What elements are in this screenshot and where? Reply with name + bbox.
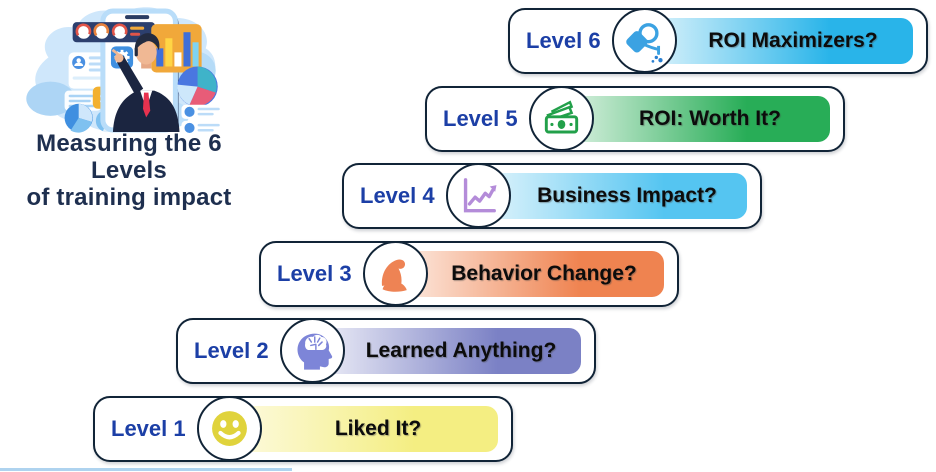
training-illustration: $ [26,7,220,135]
level-2-icon-circle [280,318,345,383]
title-line-2: of training impact [26,184,232,211]
level-6-icon-circle [612,8,677,73]
level-1-row: Level 1 Liked It? [93,396,513,462]
line-chart-icon [463,178,497,213]
level-5-question: ROI: Worth It? [639,107,781,130]
level-1-icon-circle [197,396,262,461]
level-6-row: Level 6 ROI Maximizers? [508,8,928,74]
level-3-label: Level 3 [277,261,352,286]
level-2-question: Learned Anything? [365,339,557,362]
level-4-question: Business Impact? [537,184,717,207]
smiley-face-icon [212,411,247,446]
bottom-accent-line [0,468,292,471]
businessman [111,33,180,132]
user-row [181,104,220,135]
level-5-row: Level 5 ROI: Worth It? [425,86,845,152]
bicep-icon [381,259,407,292]
level-5-icon-circle [529,86,594,151]
pie-chart-icon [177,66,218,107]
level-4-row: Level 4 Business Impact? [342,163,762,229]
level-3-row: Level 3 Behavior Change? [259,241,679,307]
gauge-bar [72,22,156,43]
title-line-1: Measuring the 6 Levels [36,130,222,184]
level-6-label: Level 6 [526,28,601,53]
level-6-question: ROI Maximizers? [708,29,878,52]
level-4-label: Level 4 [360,183,435,208]
level-3-icon-circle [363,241,428,306]
level-2-row: Level 2 Learned Anything? [176,318,596,384]
level-5-label: Level 5 [443,106,518,131]
bar-chart-icon [151,24,202,73]
head-brain-icon [297,333,333,370]
watering-can-icon [626,23,663,63]
page-title: Measuring the 6 Levels of training impac… [0,130,258,211]
blob-patch [26,81,75,116]
level-4-icon-circle [446,163,511,228]
level-1-label: Level 1 [111,416,186,441]
level-2-label: Level 2 [194,338,269,363]
level-3-question: Behavior Change? [451,262,637,285]
level-1-question: Liked It? [334,417,422,440]
money-bills-icon [544,100,579,134]
